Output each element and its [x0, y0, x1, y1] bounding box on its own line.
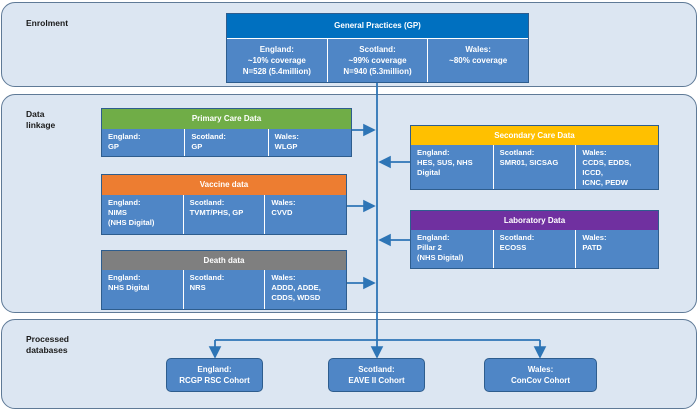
vaccine-cells: England: NIMS (NHS Digital) Scotland: TV…	[102, 195, 346, 234]
primary-care-title: Primary Care Data	[102, 109, 351, 129]
laboratory-wales: Wales: PATD	[575, 230, 658, 268]
primary-care-cells: England: GP Scotland: GP Wales: WLGP	[102, 129, 351, 156]
linkage-label: Data linkage	[26, 109, 56, 130]
death-scotland: Scotland: NRS	[182, 270, 265, 309]
secondary-care-scotland: Scotland: SMR01, SICSAG	[492, 145, 576, 189]
death-england: England: NHS Digital	[108, 273, 150, 292]
secondary-care-england: England: HES, SUS, NHS Digital	[417, 148, 473, 177]
gp-wales: Wales: ~80% coverage	[427, 39, 528, 82]
vaccine-wales: Wales: CVVD	[264, 195, 346, 234]
primary-care-wales: Wales: WLGP	[267, 129, 351, 156]
gp-cells: England: ~10% coverage N=528 (5.4million…	[227, 38, 528, 82]
vaccine-scotland: Scotland: TVMT/PHS, GP	[182, 195, 265, 234]
laboratory-scotland: Scotland: ECOSS	[492, 230, 576, 268]
enrolment-label: Enrolment	[26, 18, 69, 28]
vaccine-england: England: NIMS (NHS Digital)	[108, 198, 155, 227]
gp-title: General Practices (GP)	[227, 14, 528, 38]
gp-box: General Practices (GP) England: ~10% cov…	[226, 13, 529, 83]
death-title: Death data	[102, 251, 346, 270]
output-wales-concov: Wales: ConCov Cohort	[484, 358, 597, 392]
primary-care-box: Primary Care Data England: GP Scotland: …	[101, 108, 352, 157]
laboratory-title: Laboratory Data	[411, 211, 658, 230]
primary-care-scotland: Scotland: GP	[184, 129, 267, 156]
gp-england: England: ~10% coverage N=528 (5.4million…	[242, 45, 311, 76]
laboratory-cells: England: Pillar 2 (NHS Digital) Scotland…	[411, 230, 658, 268]
primary-care-england: England: GP	[108, 132, 141, 151]
death-box: Death data England: NHS Digital Scotland…	[101, 250, 347, 310]
output-england-rcgp: England: RCGP RSC Cohort	[166, 358, 263, 392]
vaccine-box: Vaccine data England: NIMS (NHS Digital)…	[101, 174, 347, 235]
processed-label: Processed databases	[26, 334, 69, 355]
vaccine-title: Vaccine data	[102, 175, 346, 195]
secondary-care-cells: England: HES, SUS, NHS Digital Scotland:…	[411, 145, 658, 189]
secondary-care-wales: Wales: CCDS, EDDS, ICCD, ICNC, PEDW	[575, 145, 658, 189]
laboratory-box: Laboratory Data England: Pillar 2 (NHS D…	[410, 210, 659, 269]
laboratory-england: England: Pillar 2 (NHS Digital)	[417, 233, 464, 262]
secondary-care-box: Secondary Care Data England: HES, SUS, N…	[410, 125, 659, 190]
death-cells: England: NHS Digital Scotland: NRS Wales…	[102, 270, 346, 309]
gp-scotland: Scotland: ~99% coverage N=940 (5.3millio…	[326, 39, 428, 82]
death-wales: Wales: ADDD, ADDE, CDDS, WDSD	[264, 270, 346, 309]
secondary-care-title: Secondary Care Data	[411, 126, 658, 145]
output-scotland-eave: Scotland: EAVE II Cohort	[328, 358, 425, 392]
